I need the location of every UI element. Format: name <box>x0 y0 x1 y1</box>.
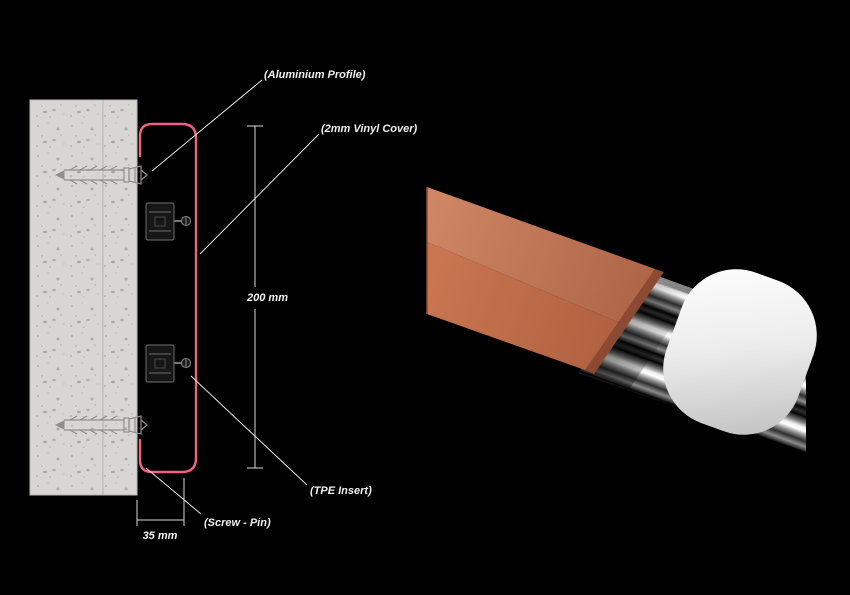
cover-cut-edge <box>585 269 664 374</box>
mounting-clip-bottom <box>145 344 192 383</box>
dimension-depth: 35 mm <box>136 478 185 542</box>
vinyl-cover-3d <box>426 187 664 374</box>
dimension-height-label: 200 mm <box>246 292 288 304</box>
section-drawing: 200 mm 35 mm (Aluminium Profile) (2mm Vi… <box>29 69 418 542</box>
dimension-height: 200 mm <box>246 125 288 469</box>
cover-front-face <box>427 242 620 370</box>
mounting-clip-top <box>145 202 192 241</box>
leader-vinyl-cover <box>199 133 320 255</box>
product-render <box>426 187 817 452</box>
concrete-wall <box>29 99 138 496</box>
label-vinyl-cover: (2mm Vinyl Cover) <box>321 123 418 135</box>
wall-texture <box>30 100 137 495</box>
leader-aluminium-profile <box>151 79 263 172</box>
cover-top-face <box>427 187 655 323</box>
vinyl-cover-profile-outline <box>138 122 198 474</box>
end-cap <box>663 269 817 435</box>
label-tpe-insert: (TPE Insert) <box>310 485 372 497</box>
leader-tpe-insert <box>190 375 308 486</box>
cover-contact-shadow <box>593 281 700 388</box>
label-aluminium-profile: (Aluminium Profile) <box>264 69 366 81</box>
leader-screw-pin <box>145 467 202 515</box>
dimension-depth-label: 35 mm <box>143 530 178 542</box>
label-screw-pin: (Screw - Pin) <box>204 517 271 529</box>
